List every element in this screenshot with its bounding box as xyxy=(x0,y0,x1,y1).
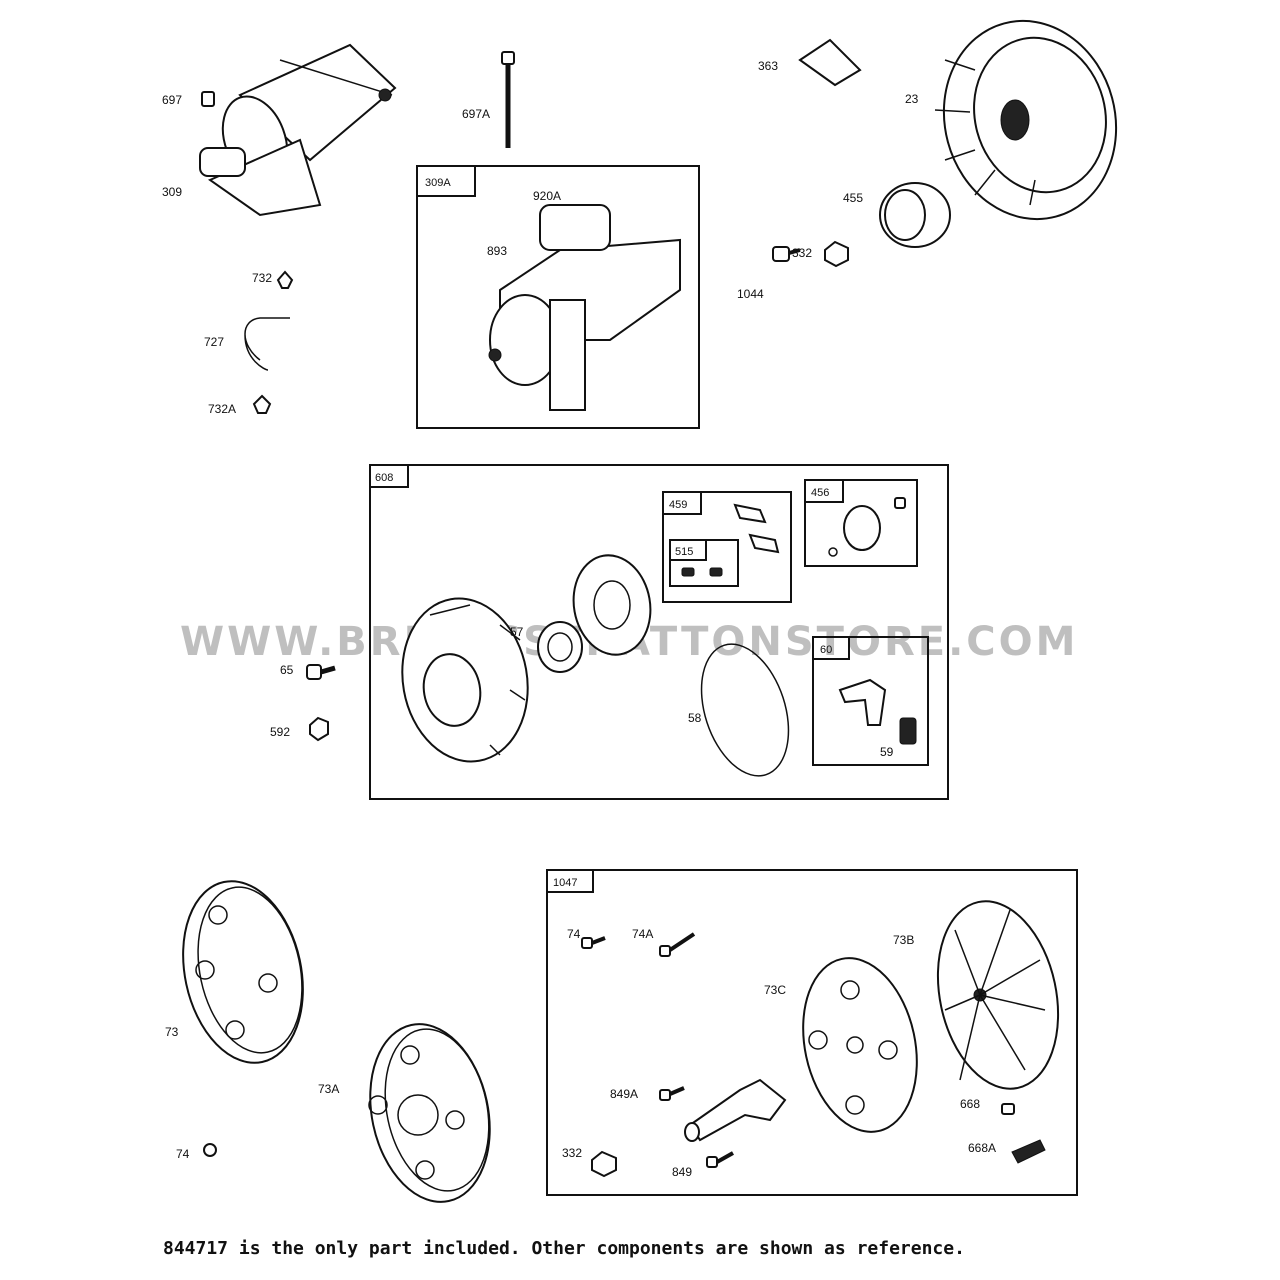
bolt-65 xyxy=(306,664,336,680)
box-60 xyxy=(812,636,929,766)
label-1044: 1044 xyxy=(737,287,764,301)
label-74A: 74A xyxy=(632,927,653,941)
label-332-top: 332 xyxy=(792,246,812,260)
spring-515b xyxy=(709,567,723,577)
rewind-spring-58 xyxy=(700,643,790,777)
label-893: 893 xyxy=(487,244,507,258)
clip-456 xyxy=(828,547,838,557)
screen-73B xyxy=(936,900,1060,1090)
starter-motor-309 xyxy=(199,43,397,217)
screw-668 xyxy=(1001,1103,1015,1115)
screw-74-left xyxy=(203,1143,217,1157)
bolt-1044 xyxy=(772,246,801,262)
label-697A: 697A xyxy=(462,107,490,121)
label-73A: 73A xyxy=(318,1082,339,1096)
box-456 xyxy=(804,479,918,567)
screw-849A xyxy=(659,1086,685,1101)
governor-arm-60 xyxy=(838,678,887,726)
label-592: 592 xyxy=(270,725,290,739)
box-label-456: 456 xyxy=(811,487,829,499)
bolt-697 xyxy=(201,91,215,107)
spring-515a xyxy=(681,567,695,577)
label-455: 455 xyxy=(843,191,863,205)
footer-note: 844717 is the only part included. Other … xyxy=(163,1238,965,1259)
label-74-box: 74 xyxy=(567,927,581,941)
bracket-727 xyxy=(244,317,290,371)
pawl-459b xyxy=(748,533,780,554)
box-label-459: 459 xyxy=(669,499,687,511)
nut-332-box xyxy=(591,1150,617,1178)
pulley xyxy=(572,554,652,656)
block-59 xyxy=(899,717,917,745)
screw-732A xyxy=(252,394,272,414)
label-309: 309 xyxy=(162,185,182,199)
starter-motor-309A xyxy=(488,204,681,411)
box-608 xyxy=(369,464,949,800)
label-59: 59 xyxy=(880,745,894,759)
label-727: 727 xyxy=(204,335,224,349)
screw-456 xyxy=(894,497,906,509)
box-label-309A: 309A xyxy=(425,177,451,189)
blower-housing-608 xyxy=(401,597,529,763)
label-920A: 920A xyxy=(533,189,561,203)
box-309A xyxy=(416,165,700,429)
recoil-seal-57 xyxy=(537,621,583,673)
box-label-608: 608 xyxy=(375,472,393,484)
shaft-adapter xyxy=(684,1078,787,1142)
box-1047 xyxy=(546,869,1078,1196)
fan-cup-455 xyxy=(879,182,951,248)
label-73B: 73B xyxy=(893,933,914,947)
box-label-515: 515 xyxy=(675,546,693,558)
part-labels: 697 309 697A 920A 893 363 23 455 332 104… xyxy=(162,59,996,1179)
label-732: 732 xyxy=(252,271,272,285)
grass-screen-73A xyxy=(368,1023,491,1203)
label-74-left: 74 xyxy=(176,1147,190,1161)
pawl-459a xyxy=(733,503,767,524)
box-label-60: 60 xyxy=(820,644,832,656)
screw-732 xyxy=(276,270,294,289)
retainer-456 xyxy=(843,505,881,551)
label-363: 363 xyxy=(758,59,778,73)
ignition-armature-363 xyxy=(798,38,862,87)
grass-screen-73 xyxy=(182,880,304,1064)
bolt-697A xyxy=(501,51,515,148)
label-57: 57 xyxy=(510,625,524,639)
box-459 xyxy=(662,491,792,603)
nut-592 xyxy=(309,716,329,742)
label-73: 73 xyxy=(165,1025,179,1039)
label-73C: 73C xyxy=(764,983,786,997)
bolt-74A xyxy=(659,932,696,957)
screen-73C xyxy=(802,957,918,1133)
label-668: 668 xyxy=(960,1097,980,1111)
pin-668A xyxy=(1011,1139,1046,1164)
flywheel-23 xyxy=(934,19,1118,221)
nut-332-top xyxy=(824,240,849,268)
label-332-box: 332 xyxy=(562,1146,582,1160)
label-697: 697 xyxy=(162,93,182,107)
label-849: 849 xyxy=(672,1165,692,1179)
screw-849 xyxy=(706,1151,734,1168)
label-849A: 849A xyxy=(610,1087,638,1101)
label-23: 23 xyxy=(905,92,919,106)
label-65: 65 xyxy=(280,663,294,677)
box-label-1047: 1047 xyxy=(553,877,577,889)
screw-74-box xyxy=(581,936,606,949)
label-58: 58 xyxy=(688,711,702,725)
label-668A: 668A xyxy=(968,1141,996,1155)
label-732A: 732A xyxy=(208,402,236,416)
